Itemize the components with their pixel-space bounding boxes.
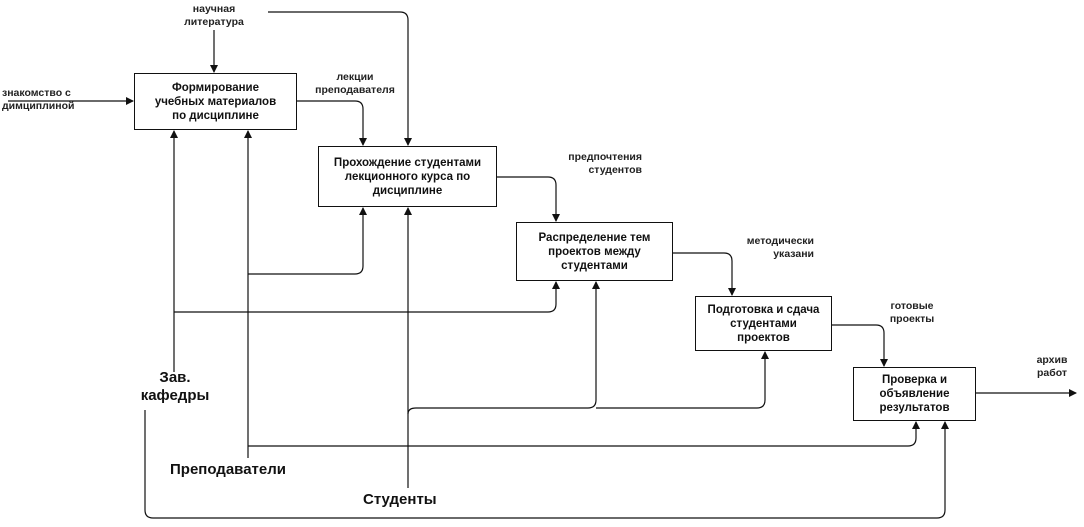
actor-teachers: Преподаватели [170, 461, 286, 478]
box-preparation-text: Подготовка и сдача студентами проектов [707, 303, 820, 344]
box-distribution: Распределение тем проектов между студент… [516, 222, 673, 281]
label-teacher-lectures: лекции преподавателя [315, 71, 395, 96]
label-student-preferences: предпочтения студентов [568, 151, 642, 176]
box-lectures: Прохождение студентами лекционного курса… [318, 146, 497, 207]
arrow-preparation-to-review [831, 324, 888, 367]
box-formation: Формирование учебных материалов по дисци… [134, 73, 297, 130]
label-finished-projects: готовые проекты [889, 300, 935, 325]
label-archive: архив работ [1036, 354, 1068, 379]
arrow-literature-to-lectures [268, 11, 412, 146]
actor-head-of-department: Зав. кафедры [140, 369, 210, 404]
box-preparation: Подготовка и сдача студентами проектов [695, 296, 832, 351]
mech-head-to-distribution [174, 281, 560, 313]
arrow-formation-to-lectures [296, 100, 367, 146]
label-methodical-instructions: методически указани [746, 235, 814, 260]
actor-students: Студенты [363, 491, 437, 508]
mech-teachers-to-review [248, 421, 920, 447]
arrow-distribution-to-preparation [672, 252, 736, 296]
mech-head-to-review [144, 410, 949, 519]
box-lectures-text: Прохождение студентами лекционного курса… [333, 156, 482, 197]
label-scientific-literature: научная литература [184, 3, 244, 28]
mech-students-to-preparation [596, 351, 769, 409]
mech-teachers-to-lectures [248, 207, 367, 275]
box-distribution-text: Распределение тем проектов между студент… [538, 231, 651, 272]
mech-students-to-distribution [407, 281, 600, 415]
label-familiarity: знакомство с димциплиной [2, 87, 75, 112]
box-review-text: Проверка и объявление результатов [879, 374, 950, 414]
arrow-lectures-to-distribution [496, 176, 560, 222]
box-review: Проверка и объявление результатов [853, 367, 976, 421]
box-formation-text: Формирование учебных материалов по дисци… [154, 81, 277, 122]
